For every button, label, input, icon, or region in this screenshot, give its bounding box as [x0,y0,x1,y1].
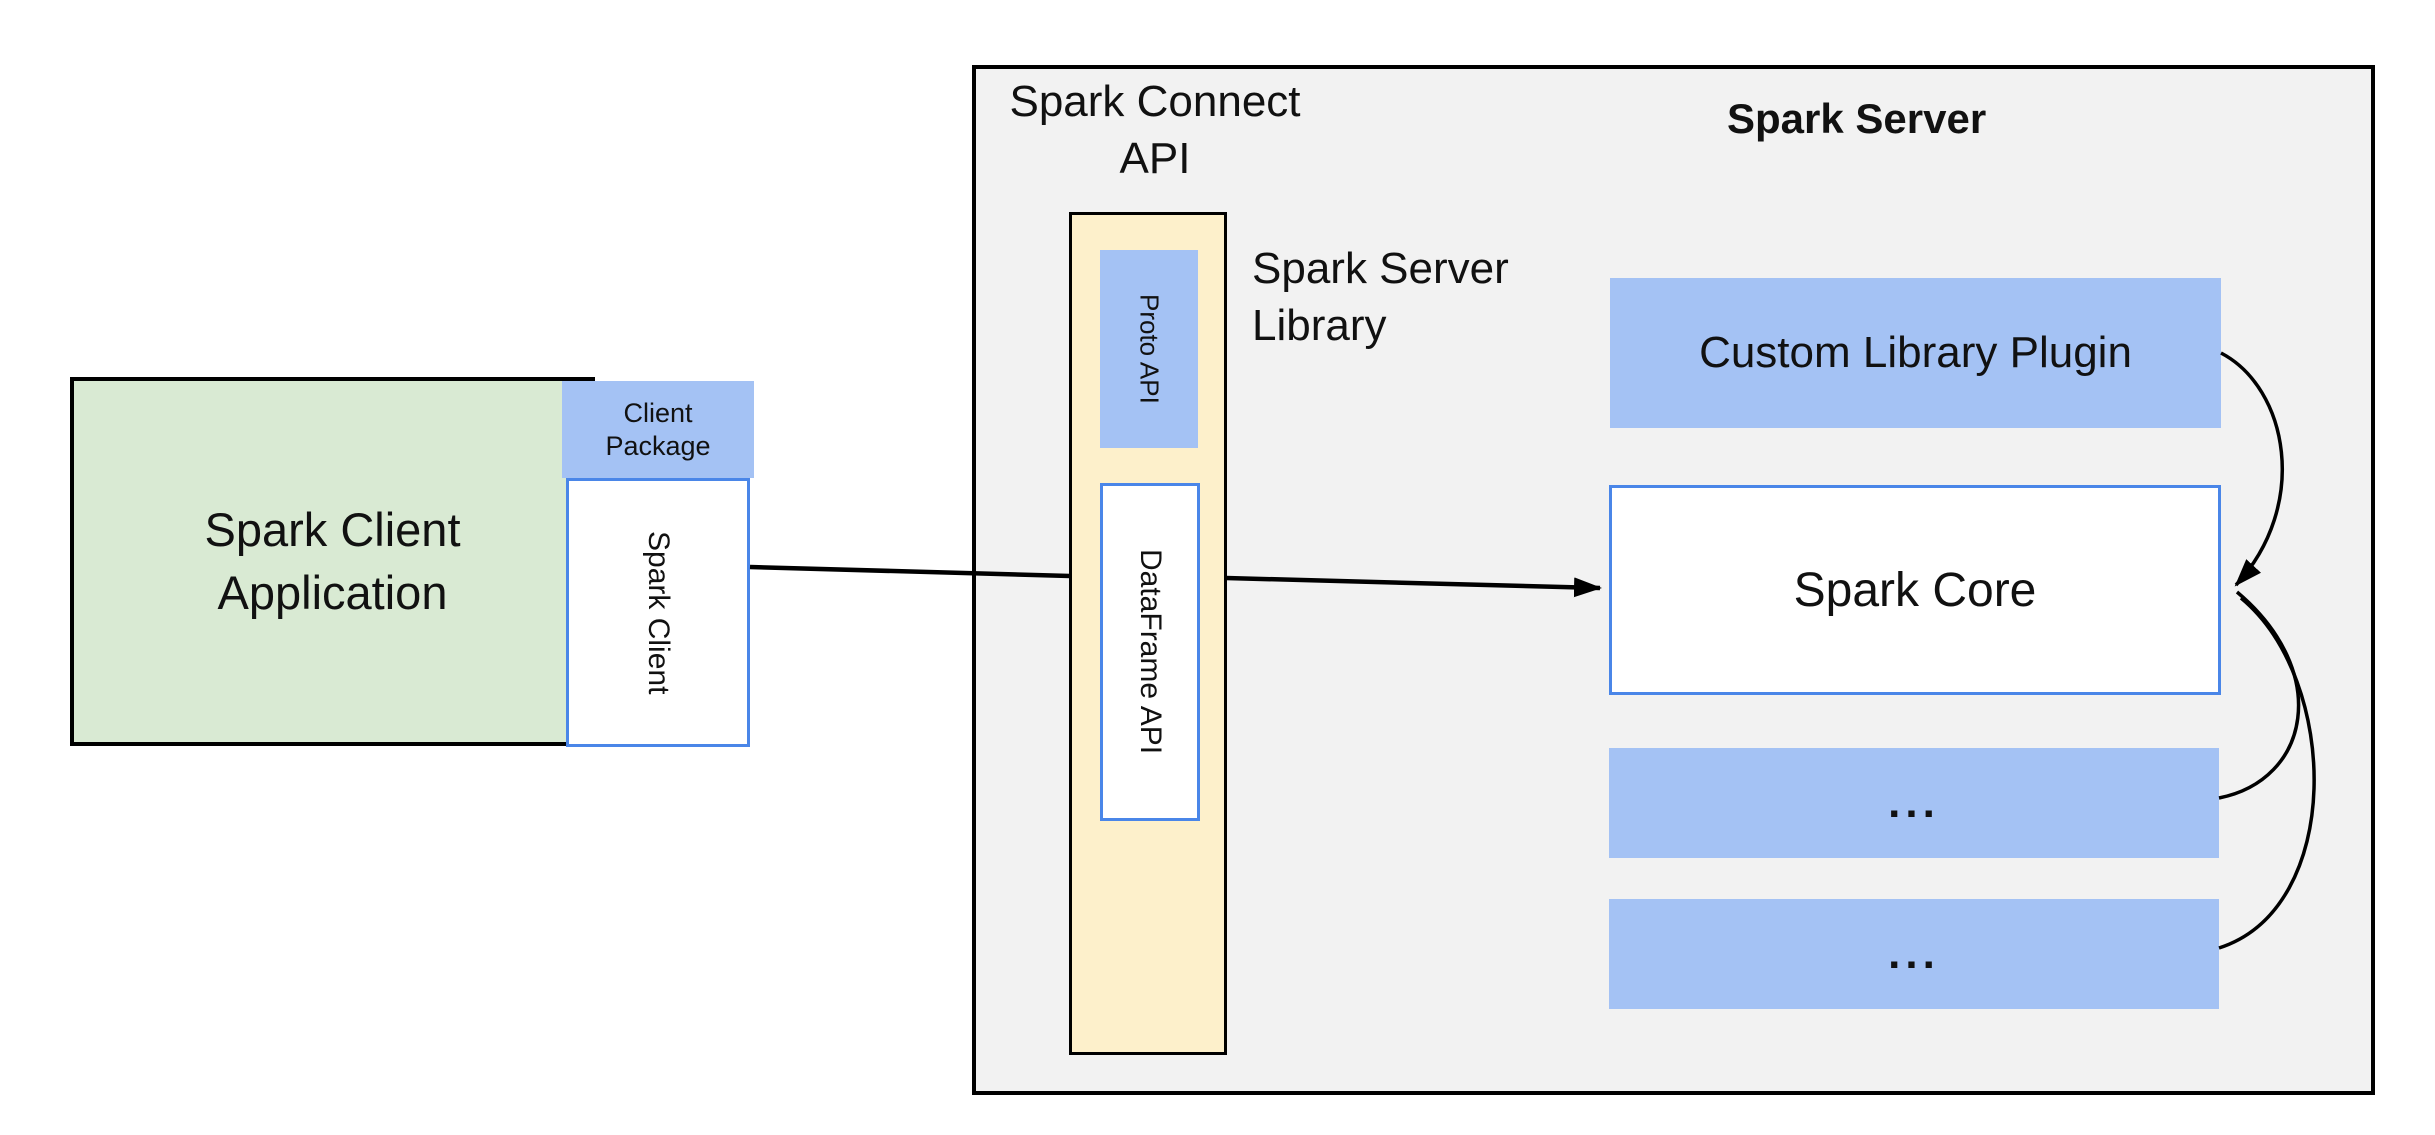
spark-client-application-label-line2: Application [217,565,448,619]
proto-api-box: Proto API [1100,250,1198,448]
spark-server-library-label: Spark Server Library [1252,240,1509,354]
spark-client-label: Spark Client [642,530,675,695]
plugin-slot-1-box: ... [1609,748,2219,858]
proto-api-label: Proto API [1134,294,1165,404]
dataframe-api-box: DataFrame API [1100,483,1200,821]
spark-client-application-label-line1: Spark Client [204,503,461,557]
spark-client-box: Spark Client [566,478,750,747]
client-package-label: Client Package [605,397,710,463]
dataframe-api-label: DataFrame API [1134,549,1167,755]
spark-connect-api-title: Spark Connect API [955,73,1355,187]
spark-server-library-label-line2: Library [1252,301,1387,351]
client-package-label-line2: Package [605,430,711,461]
spark-connect-api-title-line1: Spark Connect [1009,77,1301,126]
client-package-box: Client Package [562,381,754,478]
spark-server-title: Spark Server [1727,95,1987,142]
spark-core-box: Spark Core [1609,485,2221,695]
spark-connect-api-title-line2: API [1119,134,1191,184]
spark-client-application-box: Spark Client Application [70,377,595,746]
custom-library-plugin-label: Custom Library Plugin [1699,328,2132,377]
plugin-slot-2-label: ... [1888,929,1940,978]
custom-library-plugin-box: Custom Library Plugin [1610,278,2221,428]
plugin-slot-1-label: ... [1888,778,1940,827]
client-package-label-line1: Client [623,397,693,428]
spark-server-library-label-line1: Spark Server [1252,244,1509,293]
plugin-slot-2-box: ... [1609,899,2219,1009]
spark-core-label: Spark Core [1793,563,2037,617]
spark-client-application-label: Spark Client Application [205,499,461,623]
